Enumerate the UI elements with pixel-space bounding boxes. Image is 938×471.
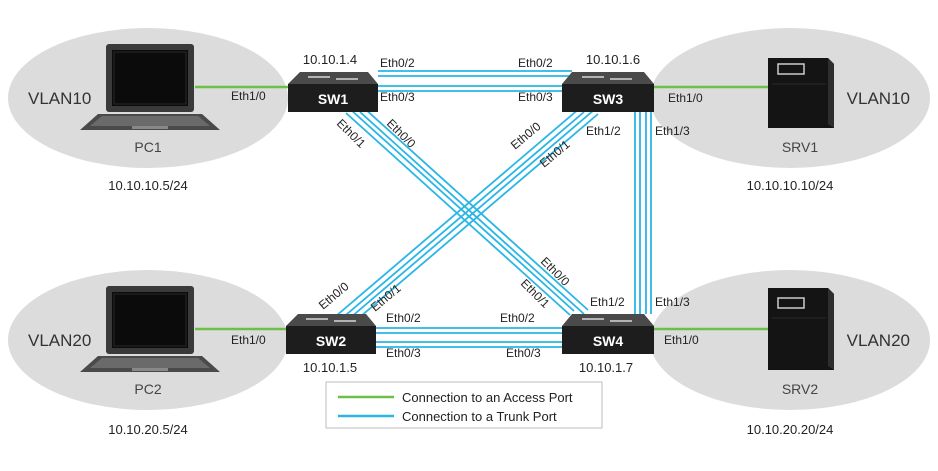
- laptop-icon: [80, 286, 220, 372]
- trunk-sw1-sw3-eth02: [378, 70, 572, 77]
- port-label: Eth0/3: [386, 346, 421, 360]
- switch-ip-sw4: 10.10.1.7: [579, 360, 633, 375]
- server-icon: [768, 288, 834, 370]
- port-label: Eth1/2: [586, 124, 621, 138]
- trunk-sw1-sw3-eth03: [378, 85, 572, 92]
- trunk-sw3-sw4-eth13: [645, 112, 652, 314]
- port-label: Eth0/2: [380, 56, 415, 70]
- ip-label-srv1: 10.10.10.10/24: [747, 178, 834, 193]
- trunk-sw3-sw4-eth12: [634, 112, 641, 314]
- switch-ip-sw3: 10.10.1.6: [586, 52, 640, 67]
- port-label: Eth0/3: [506, 346, 541, 360]
- port-label: Eth0/0: [384, 116, 419, 151]
- switch-icon: SW1: [288, 72, 378, 112]
- host-label-srv1: SRV1: [782, 139, 819, 155]
- port-label: Eth1/2: [590, 295, 625, 309]
- port-label: Eth1/0: [231, 89, 266, 103]
- switch-label-sw4: SW4: [593, 333, 624, 349]
- server-icon: [768, 58, 834, 128]
- port-label: Eth0/2: [386, 311, 421, 325]
- switch-label-sw2: SW2: [316, 333, 347, 349]
- port-label: Eth1/0: [668, 91, 703, 105]
- vlan-label-pc1: VLAN10: [28, 89, 91, 108]
- legend: Connection to an Access Port Connection …: [325, 381, 603, 429]
- switch-icon: SW3: [562, 72, 654, 112]
- laptop-icon: [80, 44, 220, 130]
- host-label-pc1: PC1: [134, 139, 161, 155]
- vlan-label-pc2: VLAN20: [28, 331, 91, 350]
- port-label: Eth1/3: [655, 124, 690, 138]
- port-label: Eth0/2: [518, 56, 553, 70]
- trunk-sw3-sw2-eth00: [335, 107, 585, 321]
- trunk-sw2-sw4-eth02: [376, 327, 570, 334]
- switch-label-sw1: SW1: [318, 91, 349, 107]
- port-label: Eth0/2: [500, 311, 535, 325]
- port-label: Eth1/3: [655, 295, 690, 309]
- switch-ip-sw1: 10.10.1.4: [303, 52, 357, 67]
- host-label-pc2: PC2: [134, 381, 161, 397]
- port-label: Eth0/0: [508, 119, 544, 152]
- legend-access-label: Connection to an Access Port: [402, 390, 573, 405]
- ip-label-srv2: 10.10.20.20/24: [747, 422, 834, 437]
- port-label: Eth1/0: [664, 333, 699, 347]
- trunk-sw1-sw4-eth01: [345, 108, 575, 316]
- ip-label-pc2: 10.10.20.5/24: [108, 422, 188, 437]
- ip-label-pc1: 10.10.10.5/24: [108, 178, 188, 193]
- vlan-label-srv1: VLAN10: [847, 89, 910, 108]
- port-label: Eth0/3: [518, 90, 553, 104]
- trunk-sw3-sw2-eth01: [349, 109, 599, 323]
- port-label: Eth0/3: [380, 90, 415, 104]
- legend-trunk-label: Connection to a Trunk Port: [402, 409, 557, 424]
- trunk-sw2-sw4-eth03: [376, 341, 570, 348]
- port-label: Eth1/0: [231, 333, 266, 347]
- host-label-srv2: SRV2: [782, 381, 819, 397]
- vlan-label-srv2: VLAN20: [847, 331, 910, 350]
- switch-icon: SW4: [562, 314, 654, 354]
- switch-ip-sw2: 10.10.1.5: [303, 360, 357, 375]
- switch-icon: SW2: [286, 314, 376, 354]
- switch-label-sw3: SW3: [593, 91, 624, 107]
